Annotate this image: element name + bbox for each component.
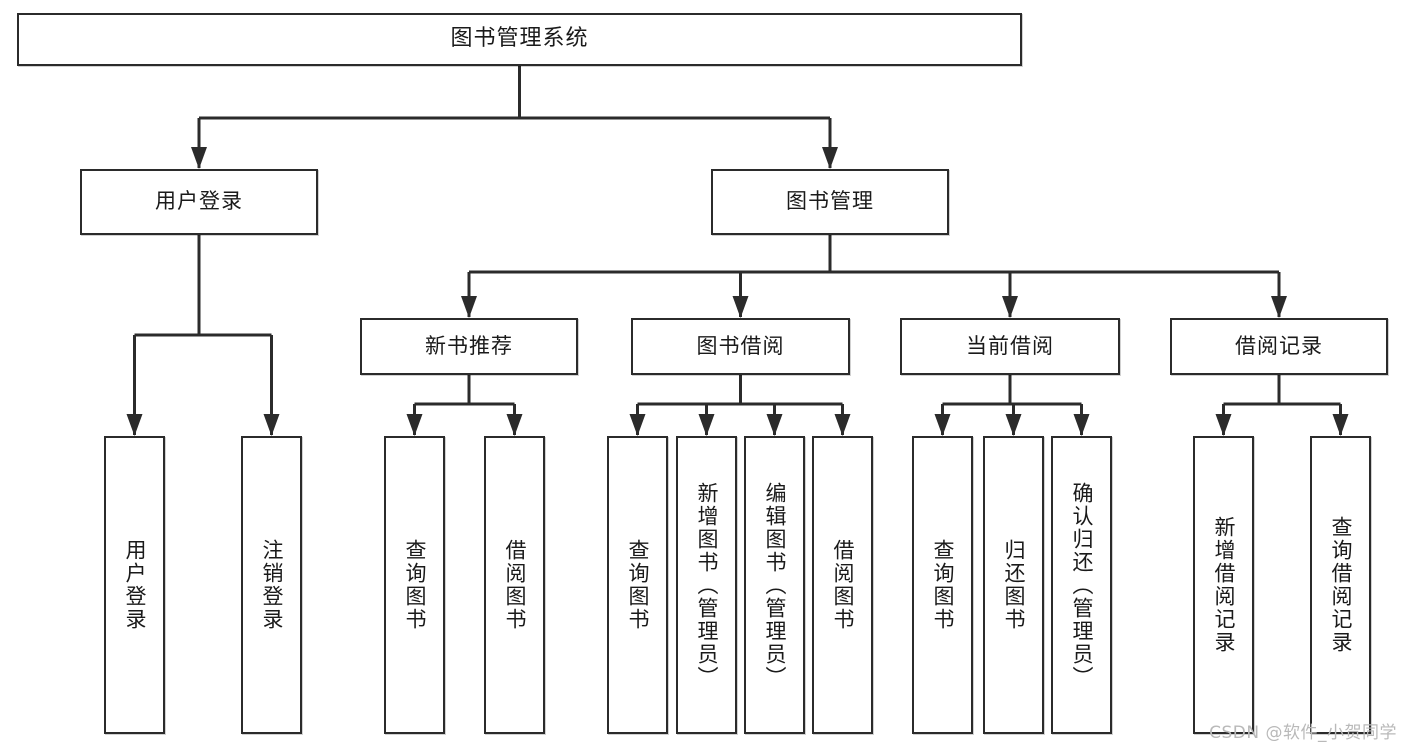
- leaf-borrow-book-2[interactable]: 借阅图书: [812, 436, 873, 734]
- leaf-query-book-2[interactable]: 查询图书: [607, 436, 668, 734]
- node-book-borrow-label: 图书借阅: [696, 333, 785, 358]
- node-new-book-recommend[interactable]: 新书推荐: [360, 318, 578, 375]
- leaf-query-book-3[interactable]: 查询图书: [912, 436, 973, 734]
- node-user-login-label: 用户登录: [155, 189, 243, 214]
- leaf-borrow-book-1-label: 借阅图书: [502, 539, 527, 631]
- leaf-edit-book-admin-label: 编辑图书（管理员）: [762, 481, 787, 689]
- leaf-logout-label: 注销登录: [259, 539, 284, 631]
- leaf-query-book-1[interactable]: 查询图书: [384, 436, 445, 734]
- leaf-edit-book-admin[interactable]: 编辑图书（管理员）: [744, 436, 805, 734]
- node-book-manage[interactable]: 图书管理: [711, 169, 949, 235]
- leaf-return-book[interactable]: 归还图书: [983, 436, 1044, 734]
- leaf-user-login-label: 用户登录: [122, 539, 147, 631]
- node-root-label: 图书管理系统: [450, 26, 589, 52]
- csdn-watermark: CSDN @软件_小贺同学: [1209, 723, 1397, 743]
- leaf-confirm-return-admin[interactable]: 确认归还（管理员）: [1051, 436, 1112, 734]
- leaf-user-login[interactable]: 用户登录: [104, 436, 165, 734]
- node-user-login[interactable]: 用户登录: [80, 169, 318, 235]
- leaf-add-borrow-record[interactable]: 新增借阅记录: [1193, 436, 1254, 734]
- leaf-borrow-book-1[interactable]: 借阅图书: [484, 436, 545, 734]
- node-current-borrow[interactable]: 当前借阅: [900, 318, 1120, 375]
- leaf-query-book-2-label: 查询图书: [625, 539, 650, 631]
- leaf-return-book-label: 归还图书: [1001, 539, 1026, 631]
- node-book-manage-label: 图书管理: [786, 189, 874, 214]
- leaf-query-book-3-label: 查询图书: [930, 539, 955, 631]
- leaf-confirm-return-admin-label: 确认归还（管理员）: [1069, 481, 1094, 689]
- leaf-query-borrow-record-label: 查询借阅记录: [1328, 516, 1353, 654]
- node-borrow-record[interactable]: 借阅记录: [1170, 318, 1388, 375]
- leaf-add-borrow-record-label: 新增借阅记录: [1211, 516, 1236, 654]
- node-book-borrow[interactable]: 图书借阅: [631, 318, 850, 375]
- node-current-borrow-label: 当前借阅: [966, 333, 1054, 358]
- leaf-query-borrow-record[interactable]: 查询借阅记录: [1310, 436, 1371, 734]
- node-root[interactable]: 图书管理系统: [17, 13, 1022, 66]
- node-new-book-recommend-label: 新书推荐: [425, 333, 513, 358]
- node-borrow-record-label: 借阅记录: [1235, 333, 1323, 358]
- leaf-query-book-1-label: 查询图书: [402, 539, 427, 631]
- leaf-logout[interactable]: 注销登录: [241, 436, 302, 734]
- leaf-borrow-book-2-label: 借阅图书: [830, 539, 855, 631]
- leaf-add-book-admin-label: 新增图书（管理员）: [694, 481, 719, 689]
- leaf-add-book-admin[interactable]: 新增图书（管理员）: [676, 436, 737, 734]
